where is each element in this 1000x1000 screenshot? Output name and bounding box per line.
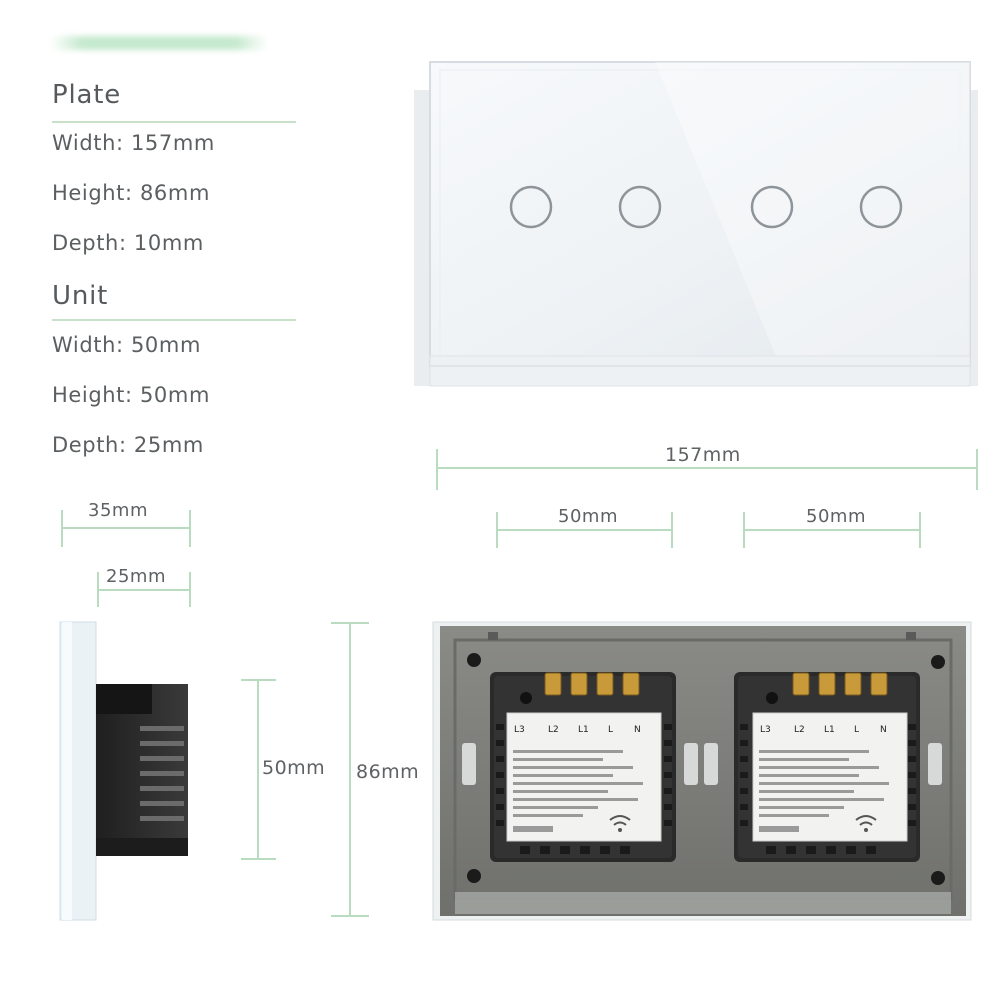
terminal-labels-left: L3 L2 L1 L N bbox=[514, 725, 641, 735]
touch-button-4 bbox=[859, 185, 903, 229]
front-glass-plate bbox=[414, 61, 978, 387]
terminal-l1-right: L1 bbox=[824, 725, 835, 735]
terminal-l: L bbox=[608, 725, 613, 735]
blurred-header bbox=[50, 36, 268, 50]
module-left bbox=[490, 672, 676, 862]
side-profile bbox=[59, 621, 188, 921]
terminal-n: N bbox=[634, 725, 641, 735]
module-right bbox=[734, 672, 920, 862]
terminal-n-right: N bbox=[880, 725, 887, 735]
dim-side-unit bbox=[97, 572, 191, 607]
plate-width: Width: 157mm bbox=[52, 131, 215, 155]
touch-button-2 bbox=[618, 185, 662, 229]
dim-unit-width-left bbox=[496, 512, 673, 548]
frame-tabs bbox=[462, 632, 942, 785]
unit-height: Height: 50mm bbox=[52, 383, 211, 407]
terminal-l2-right: L2 bbox=[794, 725, 805, 735]
label-unit-height: 50mm bbox=[262, 757, 326, 779]
terminal-l1: L1 bbox=[578, 725, 589, 735]
terminal-l-right: L bbox=[854, 725, 859, 735]
plate-rule bbox=[52, 121, 296, 123]
terminal-labels-right: L3 L2 L1 L N bbox=[760, 725, 887, 735]
plate-height: Height: 86mm bbox=[52, 181, 211, 205]
touch-button-3 bbox=[750, 185, 794, 229]
label-plate-width: 157mm bbox=[665, 444, 741, 466]
plate-depth: Depth: 10mm bbox=[52, 231, 204, 255]
label-plate-height: 86mm bbox=[356, 761, 420, 783]
label-unit-width-right: 50mm bbox=[806, 506, 866, 527]
label-unit-width-left: 50mm bbox=[558, 506, 618, 527]
unit-depth: Depth: 25mm bbox=[52, 433, 204, 457]
terminal-l3: L3 bbox=[514, 725, 525, 735]
dim-unit-height bbox=[241, 679, 276, 860]
dim-side-total bbox=[61, 510, 191, 547]
unit-width: Width: 50mm bbox=[52, 333, 201, 357]
dim-plate-height bbox=[331, 622, 369, 917]
dim-unit-width-right bbox=[743, 512, 921, 548]
plate-heading: Plate bbox=[52, 80, 122, 110]
terminal-l2: L2 bbox=[548, 725, 559, 735]
dim-plate-width bbox=[436, 449, 978, 490]
label-side-total-depth: 35mm bbox=[88, 500, 148, 521]
label-side-unit-depth: 25mm bbox=[106, 566, 166, 587]
terminal-l3-right: L3 bbox=[760, 725, 771, 735]
unit-heading: Unit bbox=[52, 281, 109, 311]
unit-rule bbox=[52, 319, 296, 321]
mounting-holes bbox=[467, 653, 945, 885]
touch-button-1 bbox=[509, 185, 553, 229]
